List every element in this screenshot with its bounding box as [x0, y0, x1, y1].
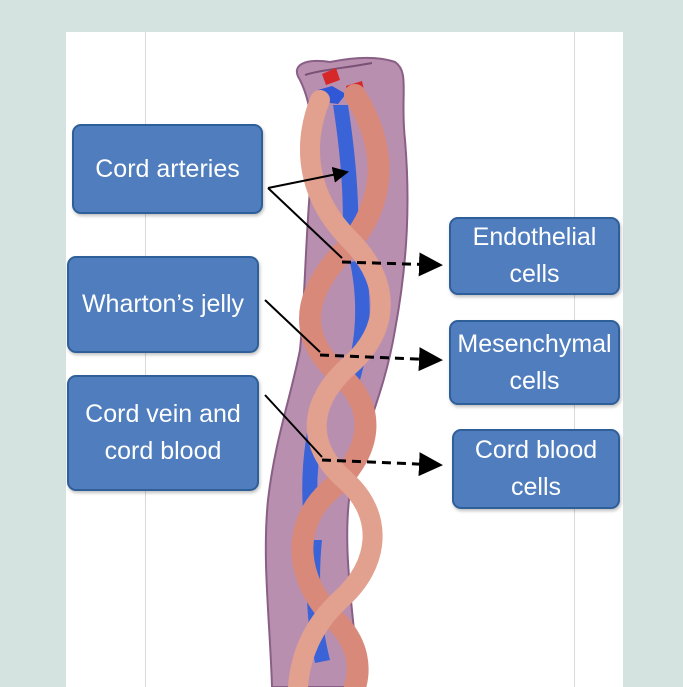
cord-arteries-label: Cord arteries — [72, 124, 263, 214]
cord-vein-blood-label: Cord vein and cord blood — [67, 375, 259, 491]
mesenchymal-cells-label: Mesenchymal cells — [449, 320, 620, 405]
endothelial-cells-label: Endothelial cells — [449, 217, 620, 295]
whartons-jelly-label: Wharton’s jelly — [67, 256, 259, 353]
cord-blood-cells-label: Cord blood cells — [452, 429, 620, 509]
